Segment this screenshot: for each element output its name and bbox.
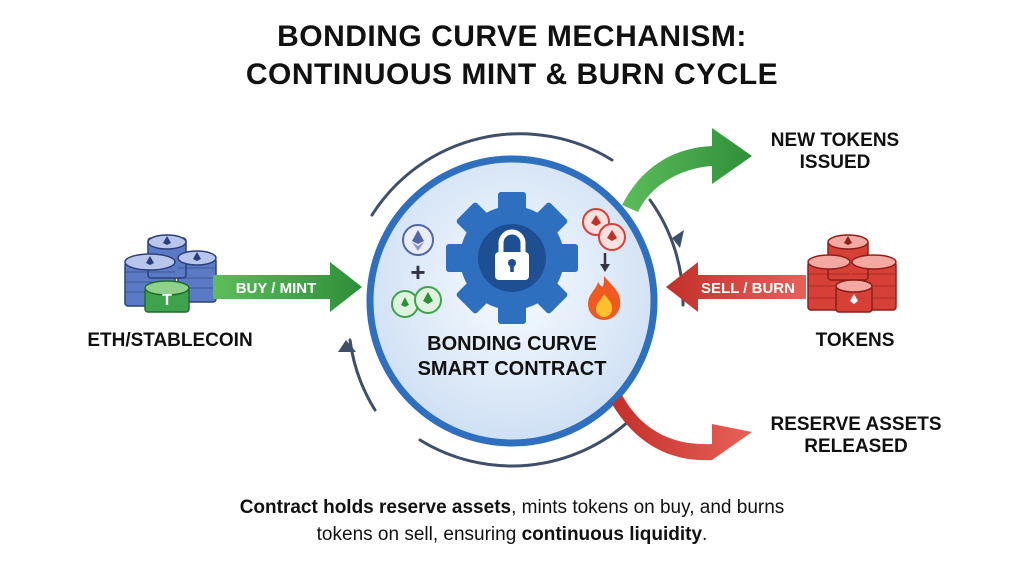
eth-coin-inside-icon	[402, 224, 434, 256]
caption-text-2: tokens on sell, ensuring	[316, 524, 522, 545]
red-coins-inside-icon	[582, 208, 626, 251]
cycle-arrow-top	[370, 132, 614, 217]
cycle-arrowhead-right	[672, 230, 684, 248]
new-tokens-arrow	[622, 128, 752, 212]
reserve-label-line-1: RESERVE ASSETS	[770, 414, 942, 435]
new-tokens-label-line-2: ISSUED	[799, 152, 871, 173]
tokens-label: TOKENS	[815, 330, 895, 351]
caption: Contract holds reserve assets, mints tok…	[112, 494, 912, 548]
down-arrow-icon	[600, 253, 610, 272]
caption-bold-1: Contract holds reserve assets	[239, 497, 512, 518]
cycle-arrowhead-left	[338, 340, 356, 352]
sell-burn-label: SELL / BURN	[701, 280, 795, 297]
tether-coin-icon: T	[144, 280, 190, 313]
page-title: BONDING CURVE MECHANISM: CONTINUOUS MINT…	[0, 18, 1024, 94]
reserve-released-arrow	[612, 395, 752, 461]
plus-sign: +	[410, 257, 425, 287]
contract-label-line-1: BONDING CURVE	[427, 333, 597, 355]
sell-burn-arrow	[666, 262, 806, 312]
new-tokens-label: NEW TOKENS ISSUED	[760, 130, 910, 174]
caption-bold-2: continuous liquidity	[521, 524, 703, 545]
buy-mint-arrow	[213, 262, 362, 312]
reserve-label-line-2: RELEASED	[804, 436, 908, 457]
title-line-2: CONTINUOUS MINT & BURN CYCLE	[245, 58, 779, 91]
eth-stablecoin-label: ETH/STABLECOIN	[87, 330, 253, 351]
title-line-1: BONDING CURVE MECHANISM:	[277, 20, 747, 53]
cycle-arrow-left	[348, 338, 377, 412]
new-tokens-label-line-1: NEW TOKENS	[770, 130, 900, 151]
green-coins-icon	[391, 286, 442, 318]
svg-text:T: T	[162, 292, 172, 309]
buy-mint-label: BUY / MINT	[236, 280, 317, 297]
caption-text-1: , mints tokens on buy, and burns	[511, 497, 785, 518]
fire-icon	[588, 276, 621, 320]
reserve-released-label: RESERVE ASSETS RELEASED	[756, 414, 956, 458]
gear-lock-icon	[446, 192, 578, 324]
token-stack-icon	[807, 234, 897, 313]
cycle-arrow-bottom	[418, 418, 632, 468]
caption-text-3: .	[702, 524, 708, 545]
contract-label-line-2: SMART CONTRACT	[418, 358, 607, 380]
